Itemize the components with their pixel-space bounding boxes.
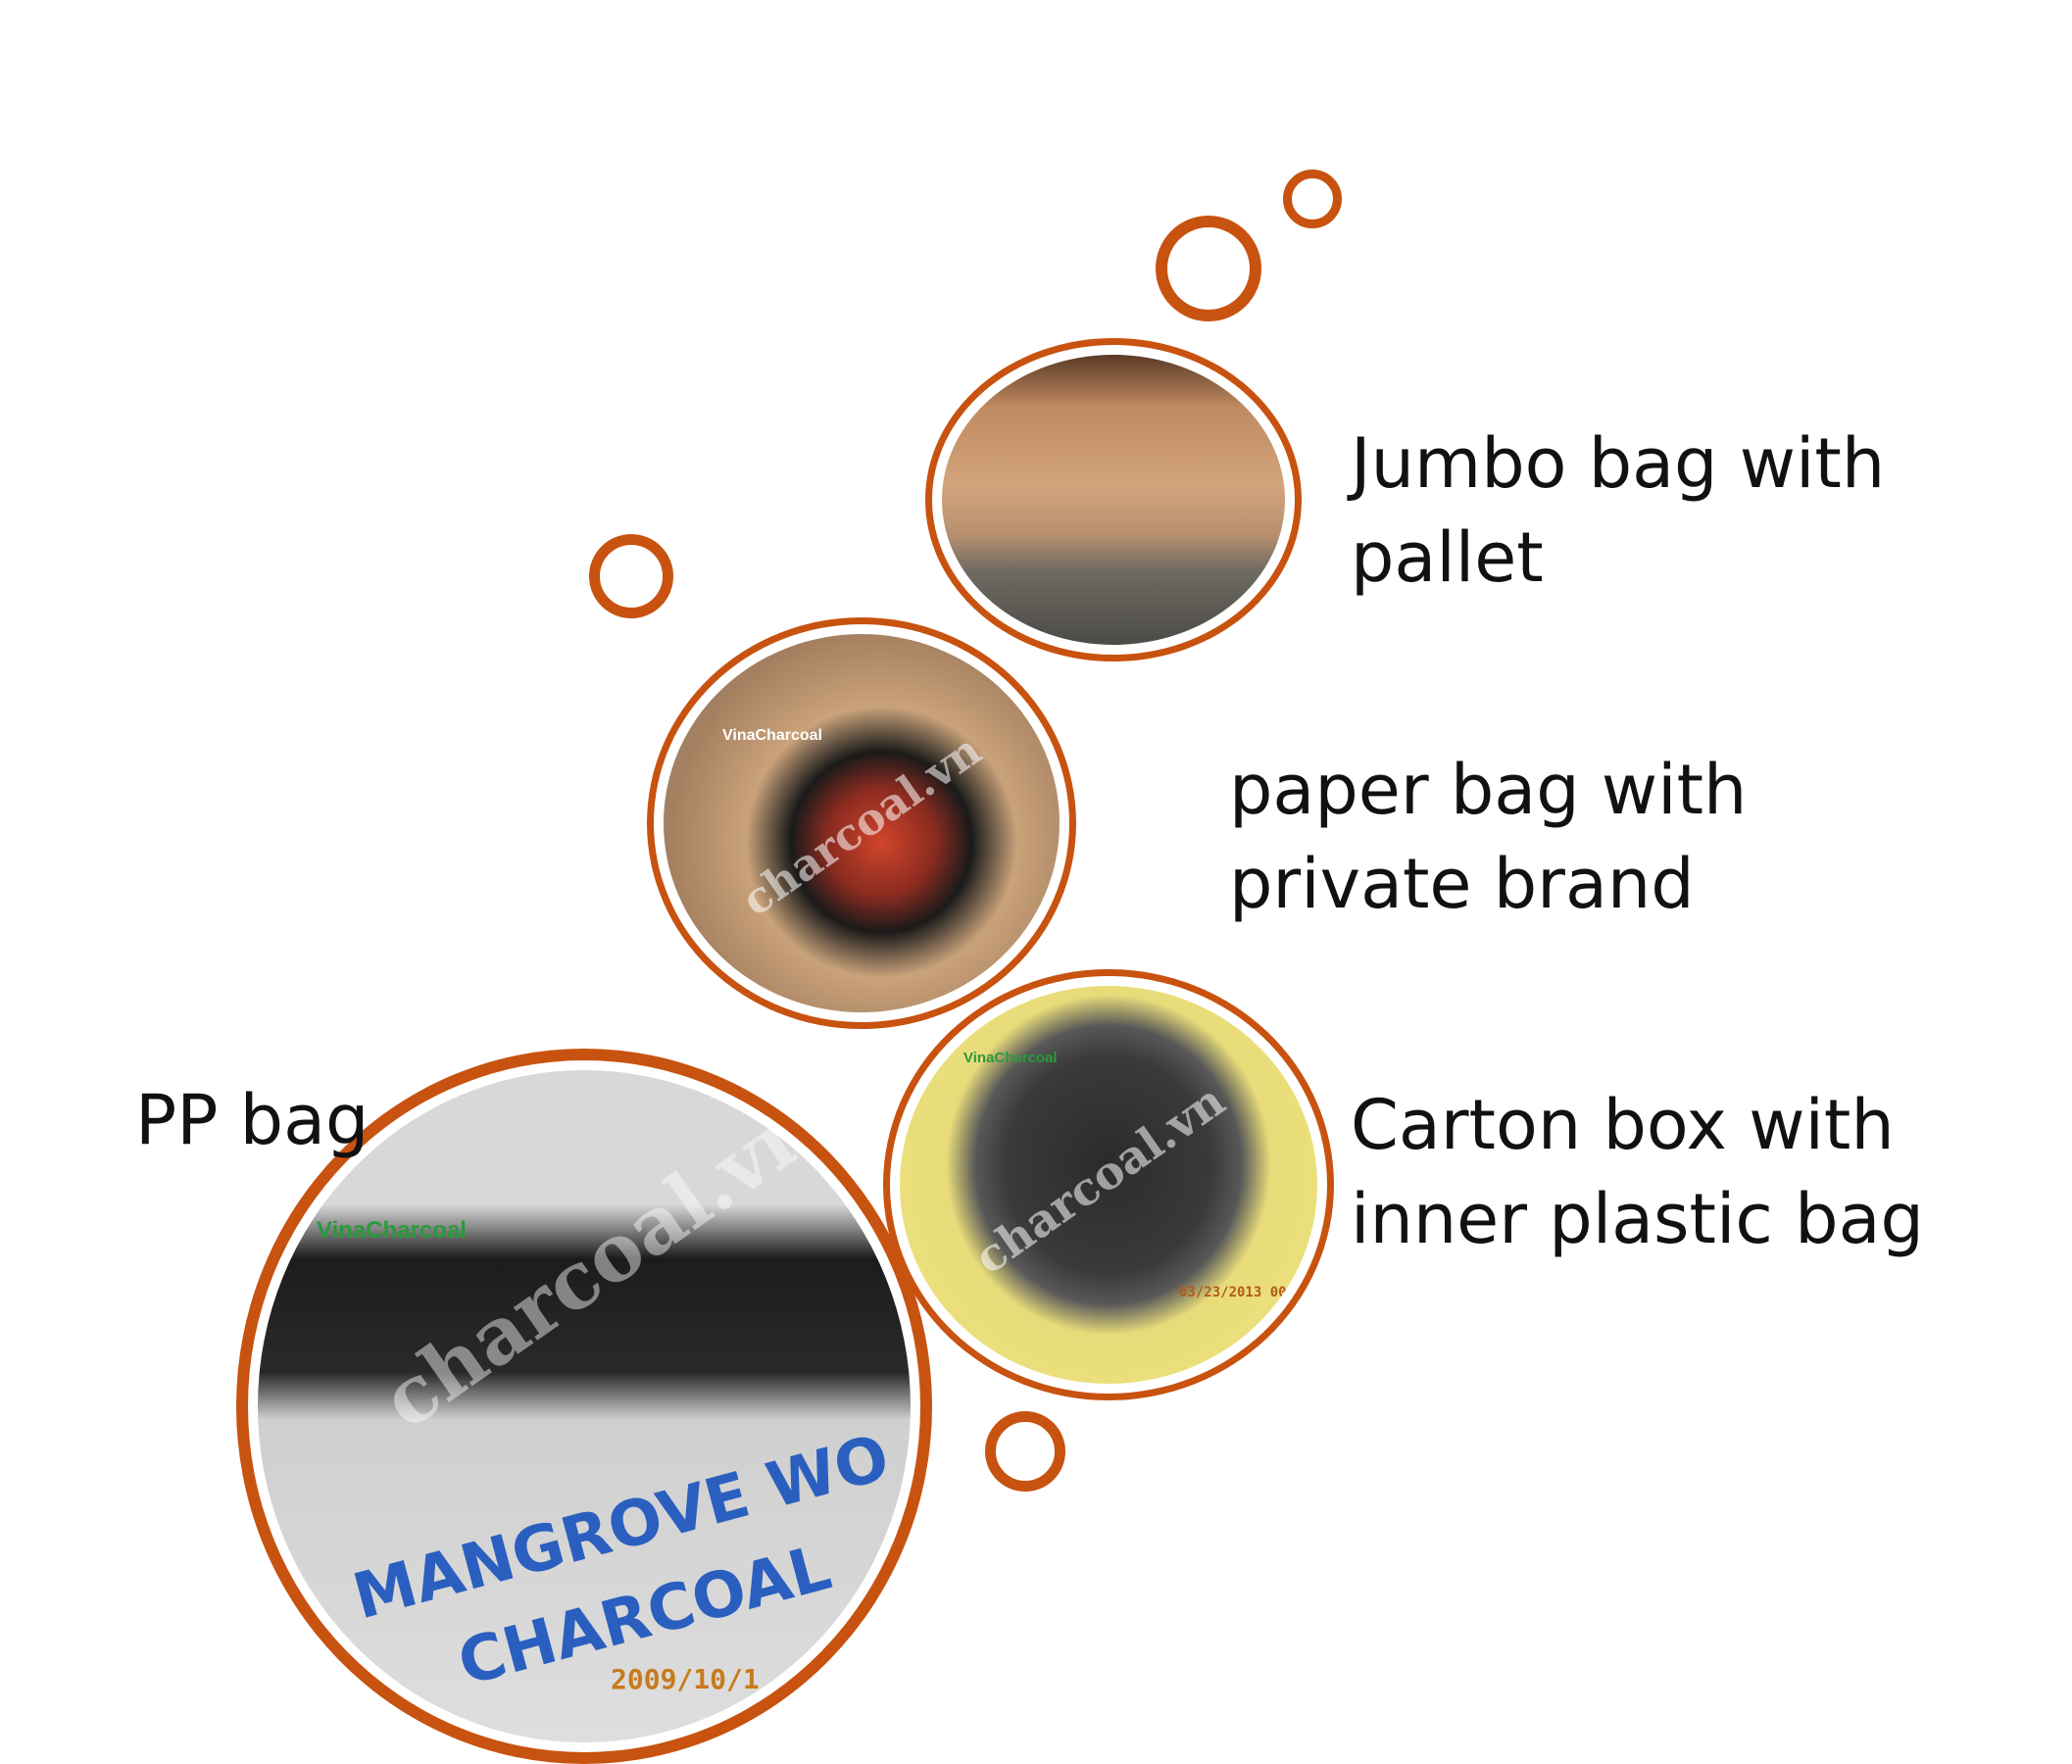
jumbo-bag-photo (925, 338, 1302, 662)
caption-line: PP bag (135, 1080, 370, 1160)
caption-jumbo-bag: Jumbo bag with pallet (1351, 416, 1885, 605)
watermark: charcoal.vn (365, 1080, 834, 1446)
caption-line: Jumbo bag with (1351, 423, 1886, 504)
paper-bag-photo: VinaCharcoal charcoal.vn (647, 617, 1076, 1029)
carton-box-photo: VinaCharcoal charcoal.vn 03/23/2013 00: (883, 969, 1334, 1400)
caption-line: inner plastic bag (1351, 1179, 1924, 1259)
decorative-ring (589, 534, 673, 618)
brand-logo: VinaCharcoal (963, 1050, 1058, 1066)
watermark: charcoal.vn (964, 1073, 1235, 1285)
caption-line: paper bag with (1229, 750, 1748, 830)
photo-date-stamp: 03/23/2013 00: (1179, 1285, 1296, 1300)
caption-pp-bag: PP bag (135, 1073, 369, 1167)
brand-logo: VinaCharcoal (317, 1217, 467, 1244)
caption-line: private brand (1229, 844, 1695, 924)
decorative-ring (1283, 170, 1342, 228)
decorative-ring (985, 1411, 1065, 1492)
caption-paper-bag: paper bag with private brand (1229, 743, 1747, 931)
caption-carton-box: Carton box with inner plastic bag (1351, 1078, 1924, 1266)
caption-line: Carton box with (1351, 1085, 1895, 1165)
watermark: charcoal.vn (733, 724, 991, 927)
brand-logo: VinaCharcoal (722, 727, 822, 744)
caption-line: pallet (1351, 517, 1544, 598)
decorative-ring (1156, 216, 1261, 321)
photo-date-stamp: 2009/10/1 (611, 1663, 760, 1695)
